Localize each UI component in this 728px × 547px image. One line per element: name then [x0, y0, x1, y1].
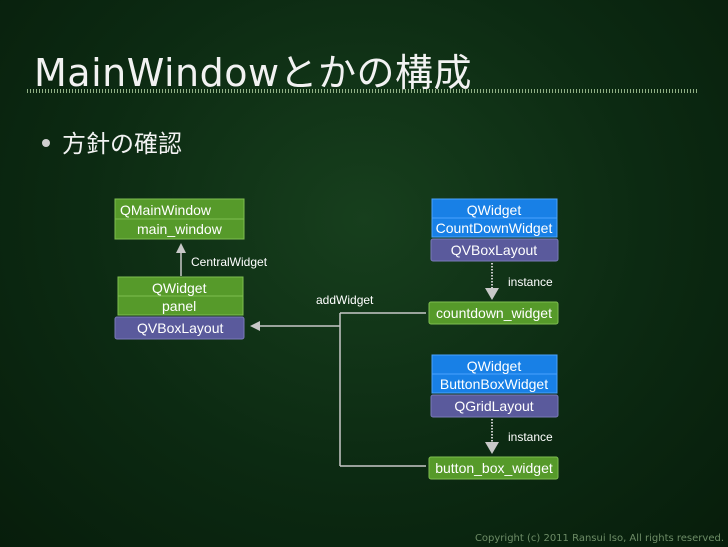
panel-layout: QVBoxLayout	[137, 320, 223, 336]
buttonbox-instance-label: instance	[508, 430, 553, 444]
bullet-text: 方針の確認	[62, 130, 182, 158]
add-widget-label: addWidget	[316, 293, 374, 307]
buttonbox-instance-name: button_box_widget	[435, 460, 553, 476]
countdown-base: QWidget	[467, 202, 522, 218]
slide-title: MainWindowとかの構成	[34, 51, 473, 95]
buttonbox-base: QWidget	[467, 358, 522, 374]
countdown-instance-name: countdown_widget	[436, 305, 552, 321]
bullet-item: 方針の確認	[42, 124, 182, 159]
buttonbox-class: ButtonBoxWidget	[440, 376, 548, 392]
buttonbox-class-node: QWidget ButtonBoxWidget QGridLayout	[430, 354, 559, 418]
countdown-class: CountDownWidget	[436, 220, 553, 236]
central-widget-label: CentralWidget	[191, 255, 268, 269]
countdown-instance-label: instance	[508, 275, 553, 289]
countdown-instance-node: countdown_widget	[428, 301, 559, 325]
countdown-class-node: QWidget CountDownWidget QVBoxLayout	[430, 198, 559, 262]
main-window-node: QMainWindow main_window	[114, 198, 245, 240]
countdown-instance-link: instance	[485, 263, 553, 300]
bullet-dot-icon	[42, 138, 50, 147]
panel-node: QWidget panel QVBoxLayout	[114, 276, 245, 340]
add-widget-link: addWidget	[250, 293, 426, 467]
panel-name: panel	[162, 298, 196, 314]
buttonbox-instance-node: button_box_widget	[428, 456, 559, 480]
panel-class: QWidget	[152, 280, 207, 296]
main-window-name: main_window	[137, 221, 223, 237]
buttonbox-instance-link: instance	[485, 419, 553, 454]
central-widget-link: CentralWidget	[176, 243, 268, 276]
countdown-layout: QVBoxLayout	[451, 242, 537, 258]
copyright-footer: Copyright (c) 2011 Ransui Iso, All right…	[474, 533, 724, 544]
title-divider	[27, 89, 699, 93]
main-window-class: QMainWindow	[120, 202, 212, 218]
buttonbox-layout: QGridLayout	[454, 398, 533, 414]
